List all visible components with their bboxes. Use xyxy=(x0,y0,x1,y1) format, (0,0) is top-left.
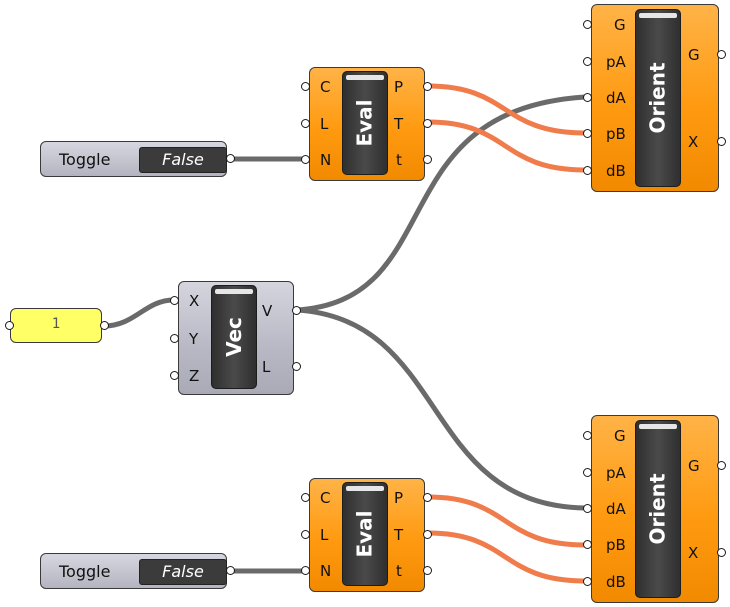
toggle-label: Toggle xyxy=(59,150,111,169)
output-x-label: X xyxy=(688,544,699,562)
input-pb-label: pB xyxy=(606,536,626,554)
output-grip-g[interactable] xyxy=(717,50,726,59)
input-l-label: L xyxy=(320,526,329,544)
input-pa-label: pA xyxy=(606,464,626,482)
evaluate-component-top[interactable]: Eval C L N P T t xyxy=(309,67,425,181)
input-grip-pa[interactable] xyxy=(583,57,592,66)
input-pa-label: pA xyxy=(606,53,626,71)
output-x-label: X xyxy=(688,133,699,151)
input-grip-n[interactable] xyxy=(301,155,310,164)
toggle-label: Toggle xyxy=(59,562,111,581)
number-panel[interactable]: 1 xyxy=(10,308,102,343)
input-g-label: G xyxy=(614,16,626,34)
input-db-label: dB xyxy=(606,162,626,180)
input-z-label: Z xyxy=(189,367,200,385)
input-grip-c[interactable] xyxy=(301,493,310,502)
input-db-label: dB xyxy=(606,573,626,591)
output-grip[interactable] xyxy=(100,321,109,330)
output-grip-g[interactable] xyxy=(717,461,726,470)
component-core[interactable]: Orient xyxy=(635,420,681,598)
output-l-label: L xyxy=(262,358,271,376)
input-c-label: C xyxy=(320,78,331,96)
input-grip-y[interactable] xyxy=(170,334,179,343)
component-core[interactable]: Eval xyxy=(342,71,388,175)
toggle-value[interactable]: False xyxy=(139,559,227,585)
input-grip-db[interactable] xyxy=(583,166,592,175)
input-grip-pa[interactable] xyxy=(583,468,592,477)
wire-eval-top-p-to-orient-top-pb xyxy=(427,83,586,136)
input-grip[interactable] xyxy=(5,321,14,330)
wire-number-to-vec-x xyxy=(103,297,175,329)
boolean-toggle-top[interactable]: Toggle False xyxy=(40,141,227,177)
output-grip-x[interactable] xyxy=(717,548,726,557)
component-title: Orient xyxy=(646,62,670,134)
output-p-label: P xyxy=(394,489,404,507)
output-grip-t[interactable] xyxy=(423,530,432,539)
toggle-value[interactable]: False xyxy=(139,147,227,173)
input-grip-l[interactable] xyxy=(301,530,310,539)
output-grip-t-param[interactable] xyxy=(423,155,432,164)
output-v-label: V xyxy=(262,302,273,320)
input-n-label: N xyxy=(320,562,332,580)
output-grip-x[interactable] xyxy=(717,137,726,146)
component-core[interactable]: Vec xyxy=(211,285,257,389)
wire-eval-bottom-t-to-orient-bottom-db xyxy=(427,530,586,584)
input-c-label: C xyxy=(320,489,331,507)
input-grip-n[interactable] xyxy=(301,566,310,575)
input-n-label: N xyxy=(320,151,332,169)
input-grip-pb[interactable] xyxy=(583,129,592,138)
output-t-param-label: t xyxy=(396,151,402,169)
component-core[interactable]: Eval xyxy=(342,482,388,586)
output-grip[interactable] xyxy=(226,154,235,163)
input-da-label: dA xyxy=(606,89,626,107)
output-grip[interactable] xyxy=(226,566,235,575)
input-x-label: X xyxy=(189,292,200,310)
output-grip-t-param[interactable] xyxy=(423,566,432,575)
input-grip-x[interactable] xyxy=(170,296,179,305)
output-t-label: T xyxy=(394,115,404,133)
output-grip-p[interactable] xyxy=(423,493,432,502)
input-pb-label: pB xyxy=(606,125,626,143)
input-grip-da[interactable] xyxy=(583,93,592,102)
input-grip-g[interactable] xyxy=(583,20,592,29)
component-title: Eval xyxy=(353,510,377,558)
component-title: Eval xyxy=(353,99,377,147)
input-grip-l[interactable] xyxy=(301,119,310,128)
wire-eval-bottom-p-to-orient-bottom-pb xyxy=(427,494,586,548)
component-core[interactable]: Orient xyxy=(635,9,681,187)
output-g-label: G xyxy=(688,457,700,475)
input-grip-pb[interactable] xyxy=(583,540,592,549)
input-grip-g[interactable] xyxy=(583,431,592,440)
input-l-label: L xyxy=(320,115,329,133)
vector-component[interactable]: Vec X Y Z V L xyxy=(178,281,294,395)
input-grip-c[interactable] xyxy=(301,82,310,91)
input-grip-db[interactable] xyxy=(583,577,592,586)
output-t-param-label: t xyxy=(396,562,402,580)
input-da-label: dA xyxy=(606,500,626,518)
wire-vec-v-to-orient-bottom-da xyxy=(296,307,586,511)
component-title: Orient xyxy=(646,473,670,545)
input-y-label: Y xyxy=(189,330,199,348)
output-grip-l[interactable] xyxy=(292,362,301,371)
wire-vec-v-to-orient-top-da xyxy=(296,94,586,313)
input-grip-da[interactable] xyxy=(583,504,592,513)
evaluate-component-bottom[interactable]: Eval C L N P T t xyxy=(309,478,425,592)
orient-component-top[interactable]: Orient G pA dA pB dB G X xyxy=(591,4,719,192)
output-g-label: G xyxy=(688,46,700,64)
output-grip-p[interactable] xyxy=(423,82,432,91)
number-value: 1 xyxy=(51,316,61,332)
output-grip-v[interactable] xyxy=(292,306,301,315)
input-g-label: G xyxy=(614,427,626,445)
output-p-label: P xyxy=(394,78,404,96)
orient-component-bottom[interactable]: Orient G pA dA pB dB G X xyxy=(591,415,719,603)
boolean-toggle-bottom[interactable]: Toggle False xyxy=(40,553,227,589)
output-t-label: T xyxy=(394,526,404,544)
output-grip-t[interactable] xyxy=(423,119,432,128)
wire-eval-top-t-to-orient-top-db xyxy=(427,119,586,173)
input-grip-z[interactable] xyxy=(170,371,179,380)
component-title: Vec xyxy=(222,317,246,357)
